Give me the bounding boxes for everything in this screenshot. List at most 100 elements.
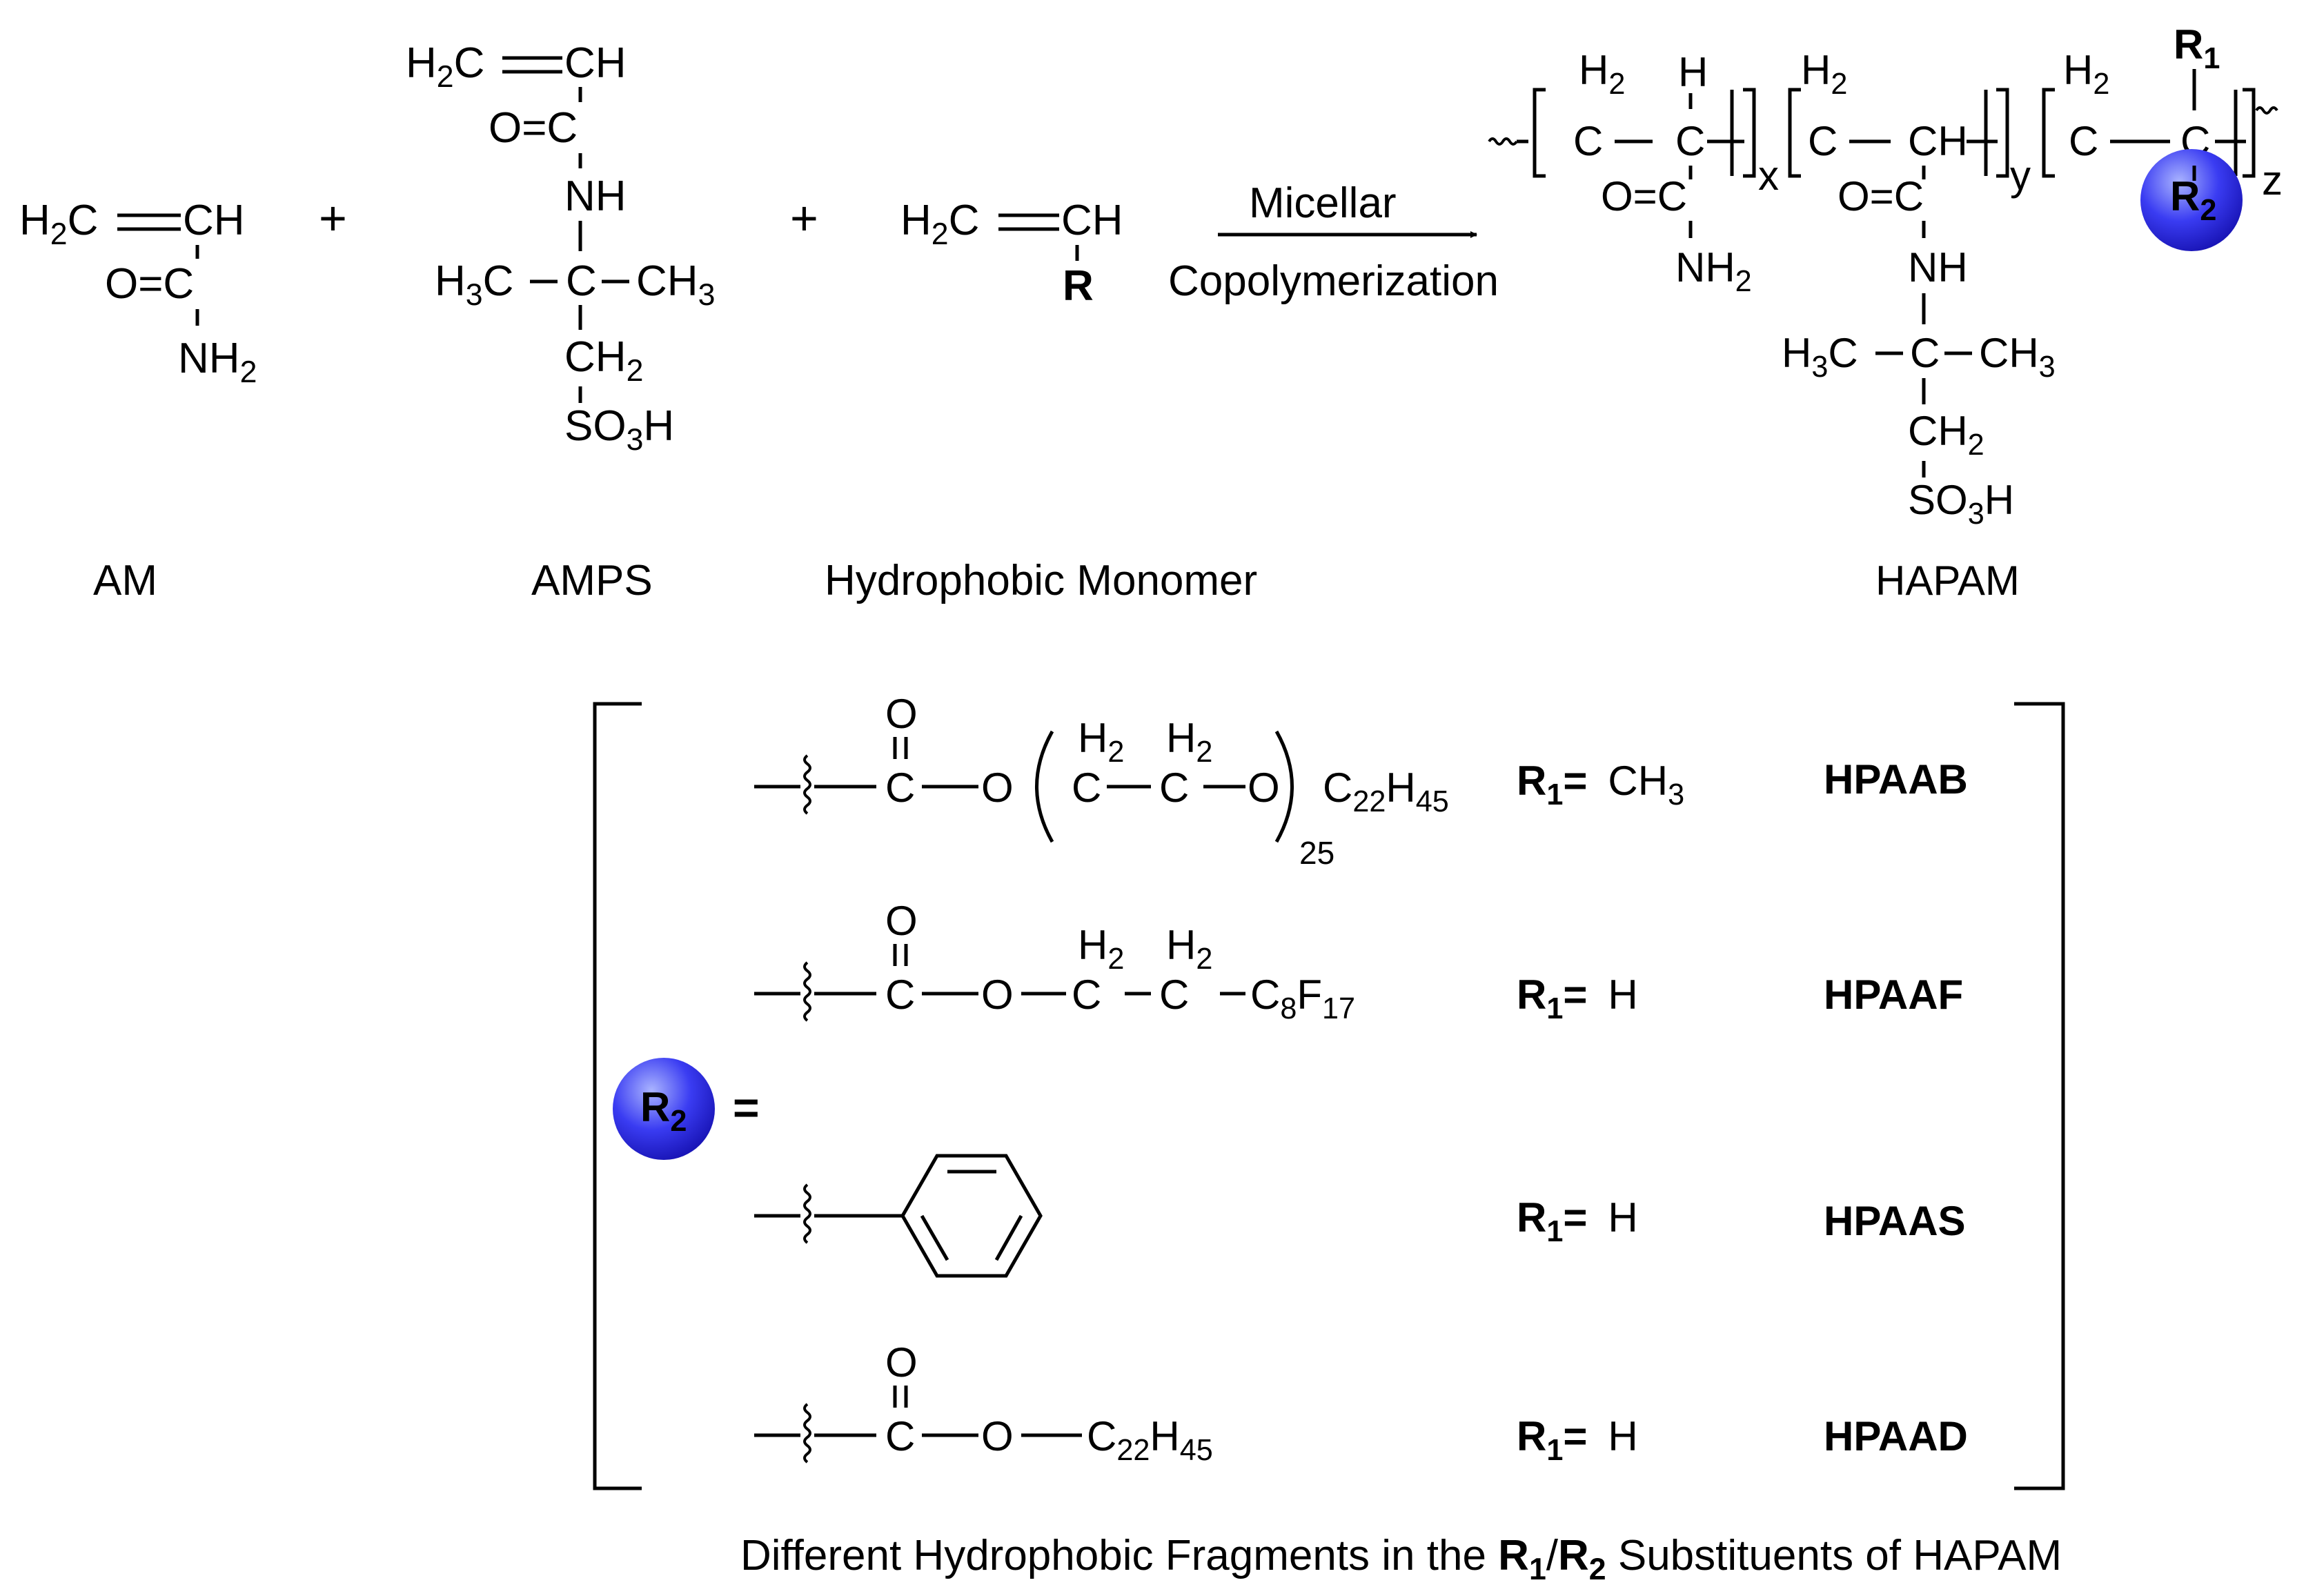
hpaaf-wavy [803, 961, 811, 1022]
y-carbonyl: O=C [1838, 173, 1924, 219]
left-wavy-end [1488, 137, 1518, 146]
x-h: H [1678, 49, 1708, 95]
hpaad-ester-o: O [981, 1413, 1014, 1459]
amps-label: AMPS [531, 557, 653, 604]
hpaaf-carbonyl-o: O [885, 898, 918, 944]
r2-ball-key [613, 1058, 715, 1160]
hpaad-r1: R1=H [1517, 1413, 1638, 1467]
x-carbonyl: O=C [1601, 173, 1687, 219]
y-nh: NH [1908, 244, 1968, 290]
hpaad-name: HPAAD [1824, 1413, 1968, 1459]
reaction-arrow: Micellar Copolymerization [1168, 179, 1499, 305]
amps-ch3: CH3 [636, 257, 715, 312]
r2-ball [2140, 149, 2243, 251]
x-h2: H2 [1579, 47, 1625, 101]
hpaab-paren-right [1274, 730, 1294, 843]
y-quaternary-c: C [1910, 330, 1940, 376]
bracket-x-left [1533, 88, 1546, 178]
hpaab-c2: C [1072, 765, 1101, 811]
am-ch: CH [183, 197, 245, 244]
y-ch2: CH2 [1908, 408, 1984, 462]
am-structure: H2C CH O=C NH2 AM [19, 197, 257, 604]
y-h2: H2 [1801, 47, 1847, 101]
hpaab-tail: C22H45 [1323, 765, 1449, 818]
hpaaf-name: HPAAF [1824, 972, 1963, 1018]
hpaaf-c2: C [1072, 972, 1101, 1018]
hpaaf-tail: C8F17 [1250, 972, 1355, 1025]
hpaab-h2b: H2 [1166, 715, 1212, 769]
z-r2: R2 [2170, 173, 2216, 227]
z-h2: H2 [2063, 47, 2109, 101]
hpaab-ester-o: O [981, 765, 1014, 811]
substituent-table: R2 = O C O H2 C H2 C O 25 C22H45 R1=CH3 … [593, 691, 2065, 1490]
bracket-z-left [2042, 88, 2055, 178]
arrow-label-bottom: Copolymerization [1168, 257, 1499, 305]
z-r1: R1 [2174, 21, 2220, 75]
hpaaf-h2a: H2 [1078, 922, 1124, 976]
subscript-z: z [2262, 157, 2283, 204]
amps-carbonyl: O=C [489, 104, 578, 152]
amps-quaternary-c: C [566, 257, 597, 305]
am-h2c: H2C [19, 197, 98, 251]
y-ch3: CH3 [1979, 330, 2056, 384]
amps-nh: NH [564, 173, 627, 220]
am-label: AM [93, 557, 157, 604]
x-c1: C [1573, 118, 1603, 164]
bracket-y-right [1996, 88, 2009, 178]
y-so3h: SO3H [1908, 477, 2014, 531]
benzene-ring [900, 1154, 1043, 1278]
am-nh2: NH2 [178, 335, 257, 389]
bracket-x-right [1743, 88, 1756, 178]
hpaaf-c3: C [1159, 972, 1189, 1018]
right-wavy-end [2255, 106, 2278, 115]
amps-ch: CH [564, 39, 627, 87]
hm-ch: CH [1061, 197, 1123, 244]
amps-structure: H2C CH O=C NH H3C C CH3 CH2 SO3H AMPS [406, 39, 715, 604]
y-ch: CH [1908, 118, 1968, 164]
hm-h2c: H2C [900, 197, 979, 251]
big-bracket-left [593, 702, 642, 1490]
bracket-z-right [2243, 88, 2256, 178]
hpaas-r1: R1=H [1517, 1194, 1638, 1248]
hpaad-wavy [803, 1403, 811, 1464]
hapam-structure: H2 C H C x O=C NH2 H2 C CH y O=C NH H3C … [1488, 21, 2283, 604]
hydrophobic-monomer-structure: H2C CH R Hydrophobic Monomer [825, 197, 1257, 604]
hpaaf-carbonyl-c: C [885, 972, 915, 1018]
row-hpaab: O C O H2 C H2 C O 25 C22H45 R1=CH3 HPAAB [754, 691, 1968, 871]
am-carbonyl: O=C [105, 260, 194, 308]
plus-sign-1: + [319, 191, 347, 245]
z-c1: C [2069, 118, 2098, 164]
hpaaf-h2b: H2 [1166, 922, 1212, 976]
plus-sign-2: + [790, 191, 818, 245]
row-hpaas: R1=H HPAAS [754, 1154, 1966, 1278]
hpaaf-ester-o: O [981, 972, 1014, 1018]
hpaad-tail: C22H45 [1087, 1413, 1213, 1467]
benzene-inner-2 [994, 1214, 1023, 1261]
hydrophobic-monomer-label: Hydrophobic Monomer [825, 557, 1257, 604]
hpaab-c3: C [1159, 765, 1189, 811]
hpaaf-r1: R1=H [1517, 972, 1638, 1025]
x-nh2: NH2 [1675, 244, 1752, 298]
hpaab-repeat-25: 25 [1299, 835, 1334, 871]
y-h3c: H3C [1782, 330, 1858, 384]
hpaab-carbonyl-o: O [885, 691, 918, 737]
amps-h2c: H2C [406, 39, 484, 94]
hpaab-carbonyl-c: C [885, 765, 915, 811]
subscript-x: x [1758, 152, 1779, 199]
hpaab-ether-o: O [1248, 765, 1280, 811]
hpaab-h2a: H2 [1078, 715, 1124, 769]
hpaab-paren-left [1035, 730, 1054, 843]
hpaab-wavy [803, 754, 811, 815]
row-hpaad: O C O C22H45 R1=H HPAAD [754, 1339, 1968, 1467]
big-bracket-right [2014, 702, 2065, 1490]
hpaas-wavy [803, 1183, 811, 1244]
r2-key-label: R2 [640, 1084, 687, 1138]
arrow-label-top: Micellar [1249, 179, 1397, 227]
hpaab-name: HPAAB [1824, 756, 1968, 802]
bracket-y-left [1788, 88, 1801, 178]
x-c2: C [1675, 118, 1705, 164]
hapam-label: HAPAM [1875, 558, 2020, 604]
hpaad-carbonyl-o: O [885, 1339, 918, 1386]
hpaab-r1: R1=CH3 [1517, 758, 1684, 811]
